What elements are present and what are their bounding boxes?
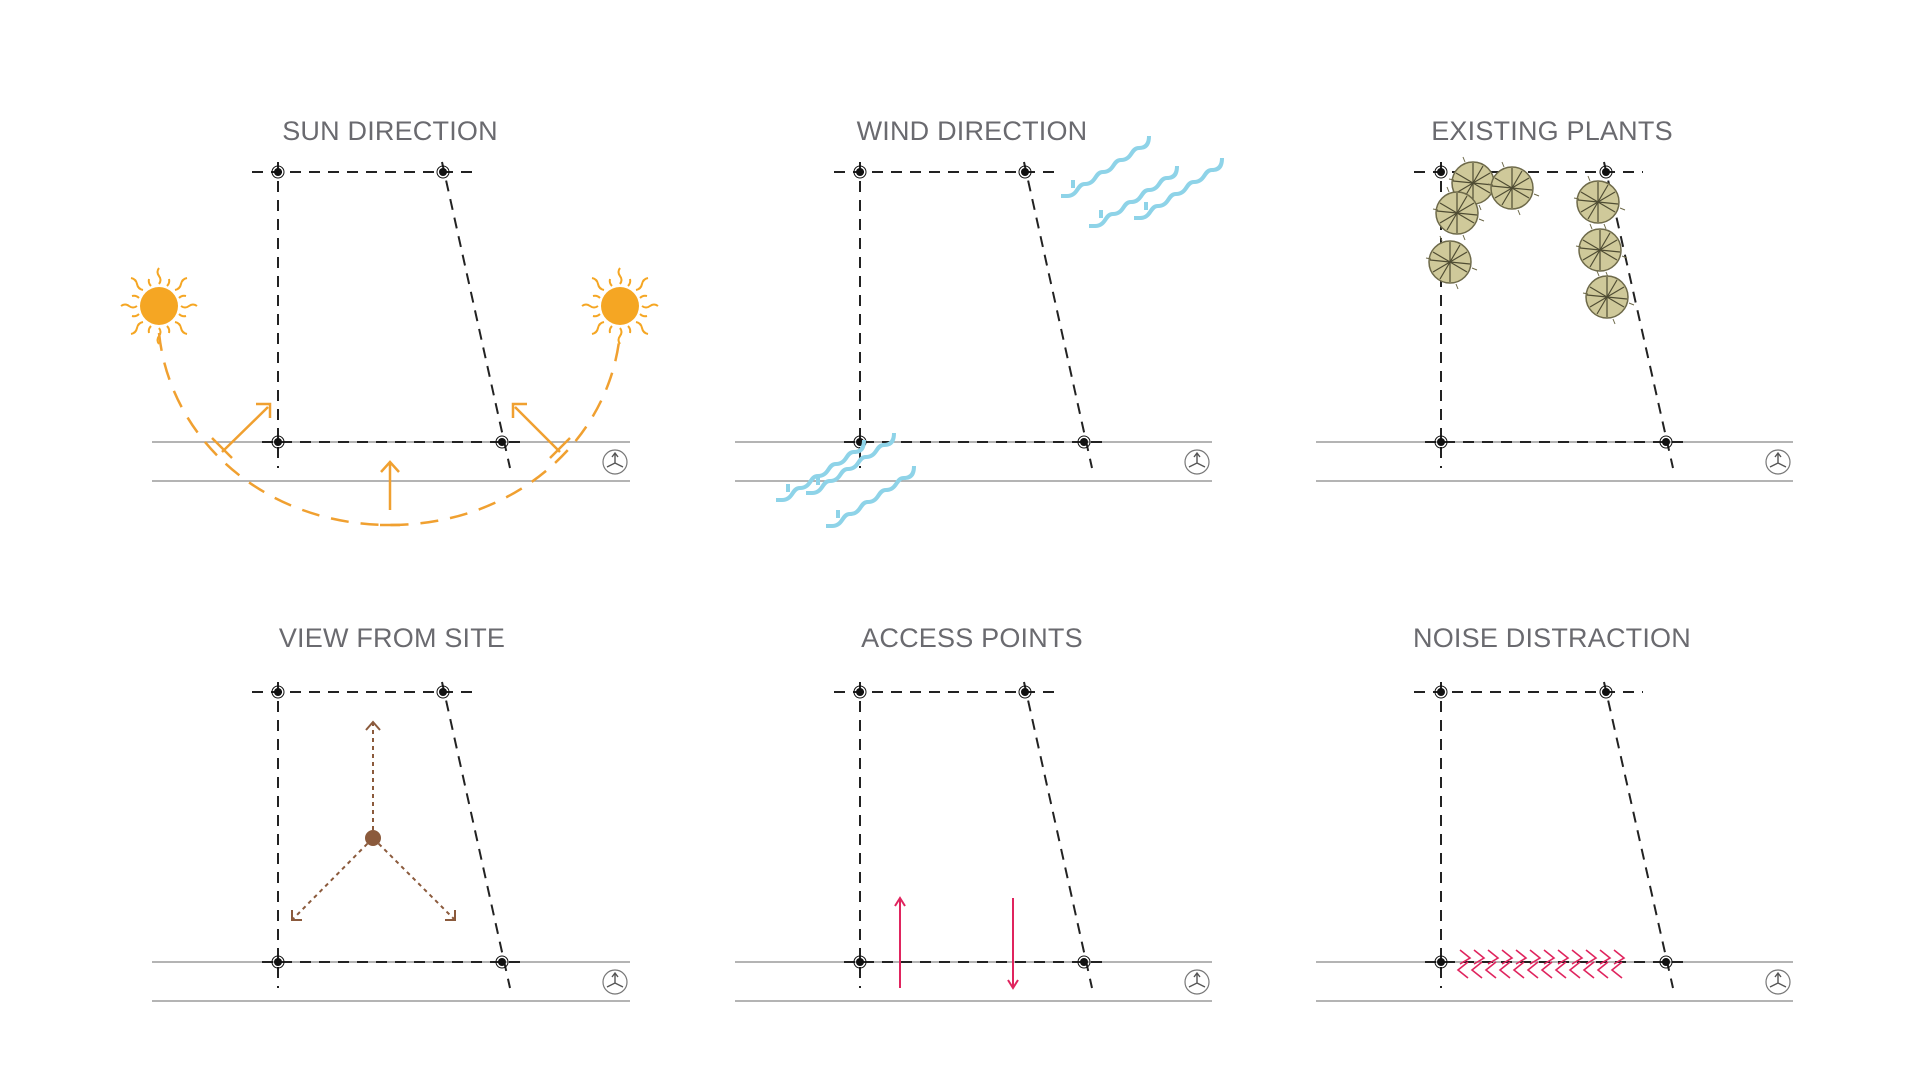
noise-chevron: [1529, 949, 1542, 965]
sun-icon: [120, 267, 198, 345]
site-boundary: [252, 681, 520, 989]
access-out-arrow: [1007, 898, 1019, 990]
tree-canopy-icon: [1487, 161, 1540, 216]
noise-chevron: [1456, 961, 1469, 979]
panel-view-from-site: [152, 681, 630, 1002]
noise-chevrons: [1456, 949, 1626, 979]
noise-chevron: [1540, 961, 1553, 979]
north-arrow-icon: [602, 969, 628, 995]
panel-title-view: VIEW FROM SITE: [279, 623, 505, 653]
noise-chevron: [1599, 949, 1612, 965]
tree-canopy-icon: [1582, 270, 1635, 325]
noise-chevron: [1487, 949, 1500, 965]
north-arrow-icon: [602, 449, 628, 475]
viewpoint-marker: [365, 830, 381, 846]
noise-chevron: [1596, 961, 1609, 979]
noise-chevron: [1526, 961, 1539, 979]
noise-chevron: [1515, 949, 1528, 965]
panel-title-plants: EXISTING PLANTS: [1431, 116, 1673, 146]
panel-title-wind: WIND DIRECTION: [857, 116, 1088, 146]
panel-access-points: [735, 681, 1212, 1002]
panel-title-access: ACCESS POINTS: [861, 623, 1083, 653]
north-arrow-icon: [1184, 969, 1210, 995]
tree-canopy-icon: [1425, 235, 1478, 290]
noise-chevron: [1571, 949, 1584, 965]
panel-sun-direction: [120, 161, 659, 527]
noise-chevron: [1543, 949, 1556, 965]
noise-chevron: [1473, 949, 1486, 965]
panel-title-noise: NOISE DISTRACTION: [1413, 623, 1691, 653]
noise-chevron: [1554, 961, 1567, 979]
noise-chevron: [1498, 961, 1511, 979]
noise-chevron: [1470, 961, 1483, 979]
site-boundary: [252, 161, 520, 469]
noise-chevron: [1613, 949, 1626, 965]
panel-wind-direction: [735, 136, 1224, 528]
sun-ray-arrows: [211, 402, 571, 527]
sun-icon: [581, 267, 659, 345]
noise-chevron: [1582, 961, 1595, 979]
north-arrow-icon: [1765, 969, 1791, 995]
site-boundary: [834, 161, 1102, 469]
noise-chevron: [1557, 949, 1570, 965]
panel-existing-plants: [1316, 156, 1793, 482]
panel-noise-distraction: [1316, 681, 1793, 1002]
tree-canopy-icon: [1575, 223, 1628, 278]
noise-chevron: [1484, 961, 1497, 979]
noise-chevron: [1501, 949, 1514, 965]
wind-gust-icon: [776, 440, 866, 502]
noise-chevron: [1512, 961, 1525, 979]
site-boundary: [1414, 161, 1683, 469]
noise-chevron: [1610, 961, 1623, 979]
site-boundary: [834, 681, 1102, 989]
sun-path-arc: [157, 332, 622, 527]
north-arrow-icon: [1184, 449, 1210, 475]
north-arrow-icon: [1765, 449, 1791, 475]
site-boundary: [1414, 681, 1683, 989]
noise-chevron: [1585, 949, 1598, 965]
view-arrows: [291, 722, 456, 921]
panel-title-sun: SUN DIRECTION: [282, 116, 498, 146]
noise-chevron: [1459, 949, 1472, 965]
noise-chevron: [1568, 961, 1581, 979]
access-in-arrow: [894, 896, 906, 988]
